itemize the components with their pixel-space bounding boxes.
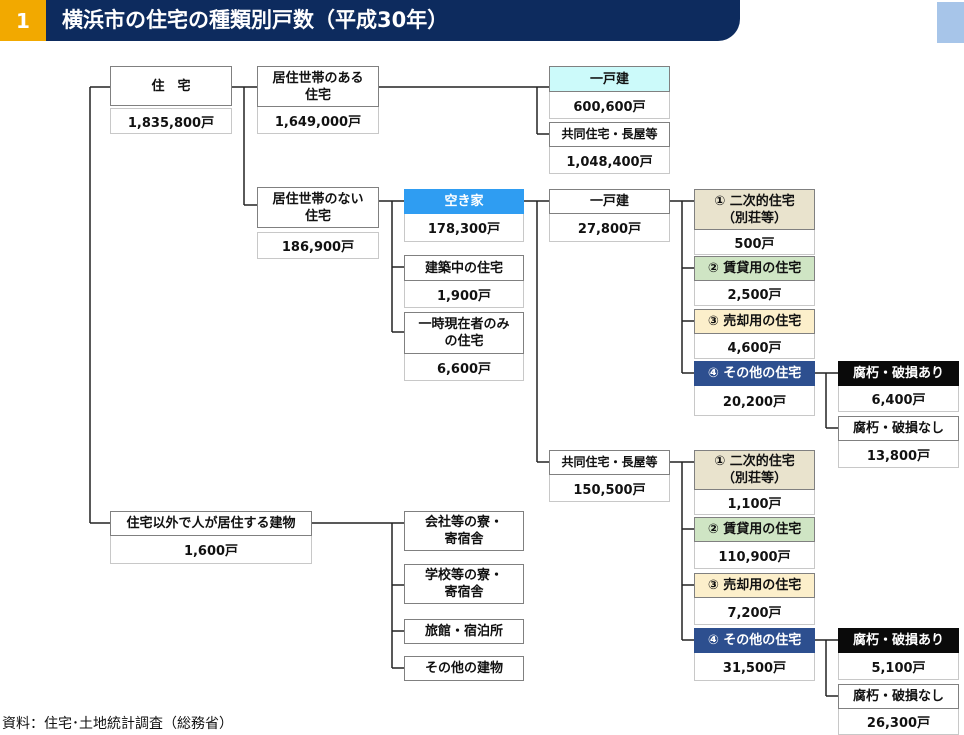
value-vac-shared: 150,500戸 [549, 475, 670, 502]
node-inn: 旅館・宿泊所 [404, 619, 524, 644]
node-non-housing: 住宅以外で人が居住する建物 [110, 511, 312, 536]
node-sh-rental: ② 賃貸用の住宅 [694, 517, 815, 542]
value-det-damaged: 6,400戸 [838, 386, 959, 412]
node-sh-undamaged: 腐朽・破損なし [838, 684, 959, 709]
node-sh-second: ① 二次的住宅 （別荘等） [694, 450, 815, 490]
value-unoccupied: 186,900戸 [257, 232, 379, 259]
value-det-second: 500戸 [694, 230, 815, 255]
node-housing: 住 宅 [110, 66, 232, 106]
value-sh-undamaged: 26,300戸 [838, 709, 959, 735]
node-vacant: 空き家 [404, 189, 524, 214]
node-dorm-company: 会社等の寮・ 寄宿舎 [404, 511, 524, 551]
corner-tab [937, 2, 964, 43]
value-sh-rental: 110,900戸 [694, 542, 815, 569]
value-sh-sale: 7,200戸 [694, 598, 815, 625]
source-note: 資料：住宅･土地統計調査（総務省） [2, 716, 233, 732]
node-other-building: その他の建物 [404, 656, 524, 681]
node-vac-shared: 共同住宅・長屋等 [549, 450, 670, 475]
value-temporary: 6,600戸 [404, 354, 524, 381]
value-occ-detached: 600,600戸 [549, 92, 670, 119]
page-title: 横浜市の住宅の種類別戸数（平成30年） [62, 8, 449, 32]
node-occ-shared: 共同住宅・長屋等 [549, 122, 670, 147]
node-det-undamaged: 腐朽・破損なし [838, 416, 959, 441]
value-sh-other: 31,500戸 [694, 653, 815, 681]
node-unoccupied: 居住世帯のない 住宅 [257, 187, 379, 228]
node-temporary: 一時現在者のみ の住宅 [404, 312, 524, 354]
section-number: 1 [0, 0, 46, 41]
node-det-rental: ② 賃貸用の住宅 [694, 256, 815, 281]
value-sh-damaged: 5,100戸 [838, 653, 959, 680]
node-det-sale: ③ 売却用の住宅 [694, 309, 815, 334]
value-det-other: 20,200戸 [694, 386, 815, 416]
value-sh-second: 1,100戸 [694, 490, 815, 515]
value-occupied: 1,649,000戸 [257, 107, 379, 134]
value-det-rental: 2,500戸 [694, 281, 815, 306]
node-under-construction: 建築中の住宅 [404, 255, 524, 281]
node-sh-sale: ③ 売却用の住宅 [694, 573, 815, 598]
node-occ-detached: 一戸建 [549, 66, 670, 92]
node-det-damaged: 腐朽・破損あり [838, 361, 959, 386]
value-non-housing: 1,600戸 [110, 536, 312, 564]
node-vac-detached: 一戸建 [549, 189, 670, 214]
value-occ-shared: 1,048,400戸 [549, 147, 670, 174]
value-det-undamaged: 13,800戸 [838, 441, 959, 468]
node-occupied: 居住世帯のある 住宅 [257, 66, 379, 107]
value-det-sale: 4,600戸 [694, 334, 815, 359]
node-det-other: ④ その他の住宅 [694, 361, 815, 386]
value-under-construction: 1,900戸 [404, 281, 524, 308]
value-vacant: 178,300戸 [404, 214, 524, 242]
header-bar: 1 横浜市の住宅の種類別戸数（平成30年） [0, 0, 740, 41]
value-housing: 1,835,800戸 [110, 108, 232, 134]
node-dorm-school: 学校等の寮・ 寄宿舎 [404, 564, 524, 604]
node-det-second: ① 二次的住宅 （別荘等） [694, 189, 815, 230]
node-sh-damaged: 腐朽・破損あり [838, 628, 959, 653]
value-vac-detached: 27,800戸 [549, 214, 670, 242]
node-sh-other: ④ その他の住宅 [694, 628, 815, 653]
